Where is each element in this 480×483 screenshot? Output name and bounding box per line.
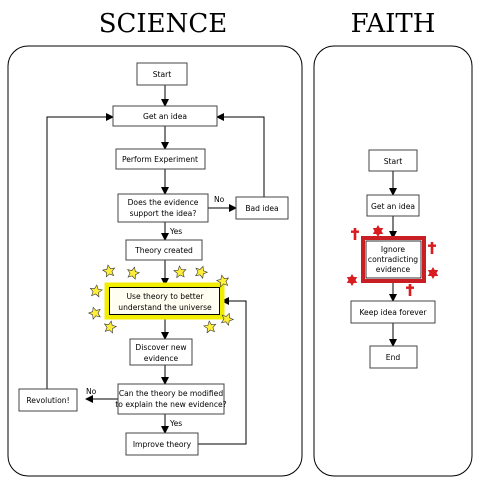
edge-improve-to-use [198, 297, 247, 445]
label-yes-2: Yes [169, 419, 182, 428]
node-evidence-check-line-1: Does the evidence [128, 198, 199, 207]
node-evidence-check-line-2: support the idea? [130, 209, 197, 218]
node-modify-theory: Can the theory be modified to explain th… [115, 383, 227, 415]
star-icon [203, 320, 217, 334]
node-improve: Improve theory [125, 432, 199, 456]
star-icon [215, 274, 230, 288]
star-icon [195, 265, 209, 279]
node-faith-start-label: Start [384, 157, 403, 166]
node-faith-idea-label: Get an idea [371, 202, 415, 211]
star-icon [89, 284, 103, 298]
node-faith-idea: Get an idea [366, 194, 420, 217]
node-bad-idea-label: Bad idea [245, 204, 278, 213]
label-no-1: No [214, 195, 225, 204]
node-science-idea-label: Get an idea [143, 112, 187, 121]
edge-revolution-to-idea [46, 113, 114, 389]
node-ignore-evidence-line-1: Ignore [381, 245, 405, 254]
node-keep-forever: Keep idea forever [350, 300, 436, 324]
node-revolution: Revolution! [18, 388, 78, 412]
node-improve-label: Improve theory [133, 440, 192, 449]
node-experiment-label: Perform Experiment [122, 155, 198, 164]
cross-icon [406, 284, 414, 296]
star-of-david-icon [346, 274, 358, 286]
node-theory-created: Theory created [125, 239, 203, 261]
star-icon [87, 306, 101, 320]
star-icon [220, 312, 235, 327]
node-science-start-label: Start [153, 70, 172, 79]
node-science-start: Start [136, 62, 188, 86]
label-no-2: No [86, 387, 97, 396]
node-faith-end: End [369, 345, 418, 369]
star-icon [173, 265, 187, 279]
yellow-stars-icon [87, 264, 235, 334]
node-faith-start: Start [368, 149, 418, 172]
node-evidence-check: Does the evidence support the idea? [117, 193, 209, 223]
star-icon [127, 266, 141, 280]
star-icon [103, 320, 118, 334]
label-yes-1: Yes [169, 227, 182, 236]
star-of-david-icon [427, 267, 439, 279]
node-bad-idea: Bad idea [235, 196, 289, 220]
cross-icon [428, 242, 436, 254]
science-panel [7, 45, 303, 477]
religious-symbols [346, 225, 439, 297]
node-science-idea: Get an idea [112, 105, 218, 127]
star-icon [101, 264, 116, 278]
node-revolution-label: Revolution! [26, 396, 69, 405]
science-edges [46, 85, 265, 445]
node-ignore-evidence-line-2: contradicting [368, 255, 418, 264]
node-use-theory-line-1: Use theory to better [126, 292, 204, 301]
faith-title: FAITH [351, 9, 436, 39]
node-discover: Discover new evidence [129, 338, 193, 366]
node-theory-created-label: Theory created [134, 246, 193, 255]
node-faith-end-label: End [386, 353, 401, 362]
node-use-theory: Use theory to better understand the univ… [104, 282, 225, 320]
cross-icon [351, 228, 359, 240]
science-title: SCIENCE [99, 9, 228, 39]
node-ignore-evidence: Ignore contradicting evidence [361, 236, 426, 283]
node-modify-theory-line-1: Can the theory be modified [119, 389, 224, 398]
star-of-david-icon [372, 225, 384, 237]
node-discover-line-1: Discover new [135, 343, 186, 352]
node-keep-forever-label: Keep idea forever [359, 308, 427, 317]
node-experiment: Perform Experiment [115, 148, 206, 170]
edge-bad-to-idea [216, 113, 265, 197]
node-discover-line-2: evidence [144, 354, 179, 363]
node-use-theory-line-2: understand the universe [118, 303, 212, 312]
node-modify-theory-line-2: to explain the new evidence? [115, 400, 226, 409]
node-ignore-evidence-line-3: evidence [376, 265, 411, 274]
